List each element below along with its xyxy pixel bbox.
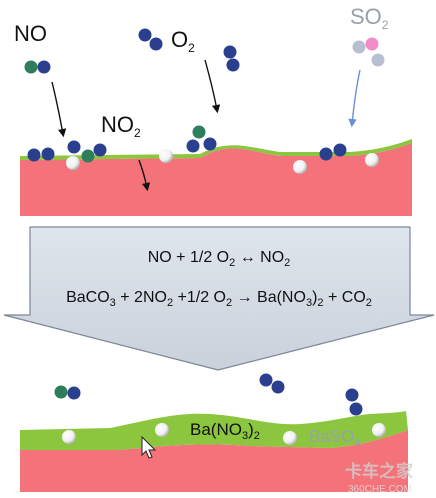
watermark-line-2: 360CHE.COM [348, 484, 412, 495]
reaction-equation-1: NO + 1/2 O2 ↔ NO2 [148, 249, 291, 269]
label-ba-no3-2: Ba(NO3)2 [190, 420, 260, 442]
label-no: NO [14, 21, 47, 46]
surface-molecules-left [27, 140, 107, 170]
arrow-o2-down [204, 59, 221, 114]
arrow-so2-down [348, 69, 361, 128]
bottom-scene: Ba(NO3)2 BaSO4 [20, 373, 408, 492]
no-molecule-free [24, 60, 51, 74]
o2-molecule-bottom-1 [259, 373, 285, 394]
label-so2: SO2 [350, 4, 389, 32]
surface-molecules-center [159, 125, 217, 163]
bottom-coating-layer [20, 411, 408, 450]
particle-4 [372, 423, 386, 437]
particle-2 [155, 423, 169, 437]
mouse-cursor-icon [141, 435, 157, 459]
o2-molecule-free-1 [138, 28, 163, 51]
surface-molecules-right [293, 143, 379, 174]
no-molecule-bottom [54, 385, 81, 400]
arrow-no-down [51, 81, 67, 138]
bottom-substrate [20, 430, 408, 492]
reaction-equation-2: BaCO3 + 2NO2 +1/2 O2 → Ba(NO3)2 + CO2 [66, 289, 372, 309]
watermark-line-1: 卡车之家 [345, 461, 413, 482]
reaction-arrow [3, 226, 435, 371]
particle-3 [283, 431, 297, 445]
o2-molecule-bottom-2 [345, 388, 363, 416]
watermark: 卡车之家 360CHE.COM [345, 461, 413, 495]
label-o2: O2 [171, 27, 195, 55]
top-coating-layer [20, 139, 412, 160]
o2-molecule-free-2 [223, 45, 240, 72]
top-scene: NO O2 SO2 NO2 [14, 4, 412, 216]
so2-molecule [352, 37, 385, 67]
label-baso4: BaSO4 [309, 427, 360, 449]
top-substrate [20, 143, 412, 216]
label-no2: NO2 [101, 112, 141, 140]
particle-1 [62, 430, 76, 444]
arrow-no2-down [138, 159, 151, 192]
